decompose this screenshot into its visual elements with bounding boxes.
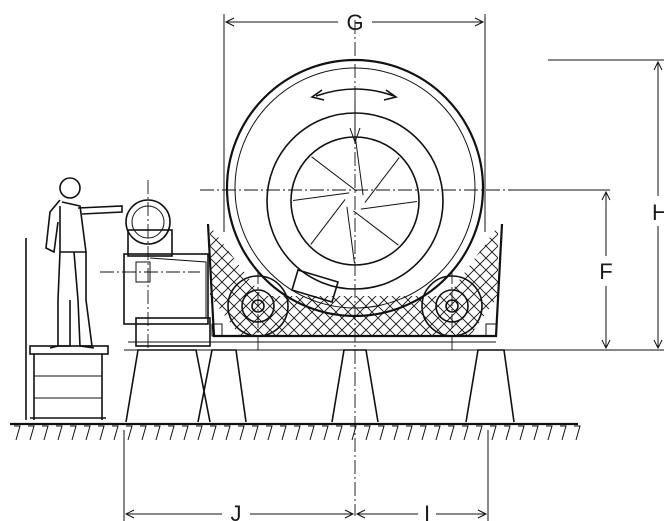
ground-tick: [238, 425, 245, 441]
ground-tick: [560, 425, 567, 441]
rotation-arrow-icon: [310, 88, 398, 101]
ground-tick: [70, 425, 77, 441]
ground-tick: [546, 425, 553, 441]
aperture-blade: [346, 206, 356, 263]
ground-tick: [294, 425, 301, 441]
dimension-g: [223, 14, 486, 232]
ground-tick: [322, 425, 329, 441]
operator-platform: [25, 238, 109, 420]
ground-tick: [532, 425, 539, 441]
ground-tick: [350, 425, 357, 441]
ground-tick: [42, 425, 49, 441]
dimension-label-j: J: [231, 501, 242, 521]
ground-tick: [364, 425, 371, 441]
center-lines: [100, 20, 516, 516]
ground-tick: [280, 425, 287, 441]
ground-tick: [378, 425, 385, 441]
dimension-label-i: I: [424, 501, 430, 521]
ground-tick: [448, 425, 455, 441]
ground-tick: [504, 425, 511, 441]
ground-tick: [196, 425, 203, 441]
ground-tick: [182, 425, 189, 441]
aperture-blade: [360, 200, 417, 210]
dimension-h: [366, 59, 664, 351]
ground-tick: [518, 425, 525, 441]
ground-tick: [476, 425, 483, 441]
aperture-blade: [353, 210, 403, 249]
ground-tick: [28, 425, 35, 441]
ground-tick: [336, 425, 343, 441]
ground-tick: [462, 425, 469, 441]
dimension-label-f: F: [599, 259, 612, 284]
aperture-blade: [354, 139, 364, 196]
ground-tick: [308, 425, 315, 441]
ground-tick: [420, 425, 427, 441]
operator-figure-icon: [45, 177, 123, 349]
dimension-i: [355, 430, 489, 521]
ground-tick: [252, 425, 259, 441]
ground-tick: [490, 425, 497, 441]
ground-tick: [154, 425, 161, 441]
dimension-label-h: H: [652, 200, 664, 225]
ground: [10, 422, 581, 441]
ground-tick: [14, 425, 21, 441]
ground-tick: [434, 425, 441, 441]
ground-tick: [266, 425, 273, 441]
aperture-blade: [364, 153, 403, 203]
aperture-blade: [307, 199, 346, 249]
drive-unit: [123, 199, 214, 347]
ground-tick: [406, 425, 413, 441]
ground-tick: [140, 425, 147, 441]
aperture-blade: [293, 192, 350, 202]
ground-tick: [574, 425, 581, 441]
dimension-label-g: G: [346, 10, 363, 35]
ground-tick: [210, 425, 217, 441]
ground-tick: [84, 425, 91, 441]
ground-tick: [112, 425, 119, 441]
ground-tick: [126, 425, 133, 441]
dimension-f: [514, 189, 611, 350]
ground-tick: [224, 425, 231, 441]
ground-tick: [56, 425, 63, 441]
dimension-j: [123, 430, 355, 521]
ground-tick: [168, 425, 175, 441]
aperture-blade: [307, 153, 357, 192]
support-piers: [124, 349, 515, 423]
ground-tick: [392, 425, 399, 441]
ground-tick: [98, 425, 105, 441]
